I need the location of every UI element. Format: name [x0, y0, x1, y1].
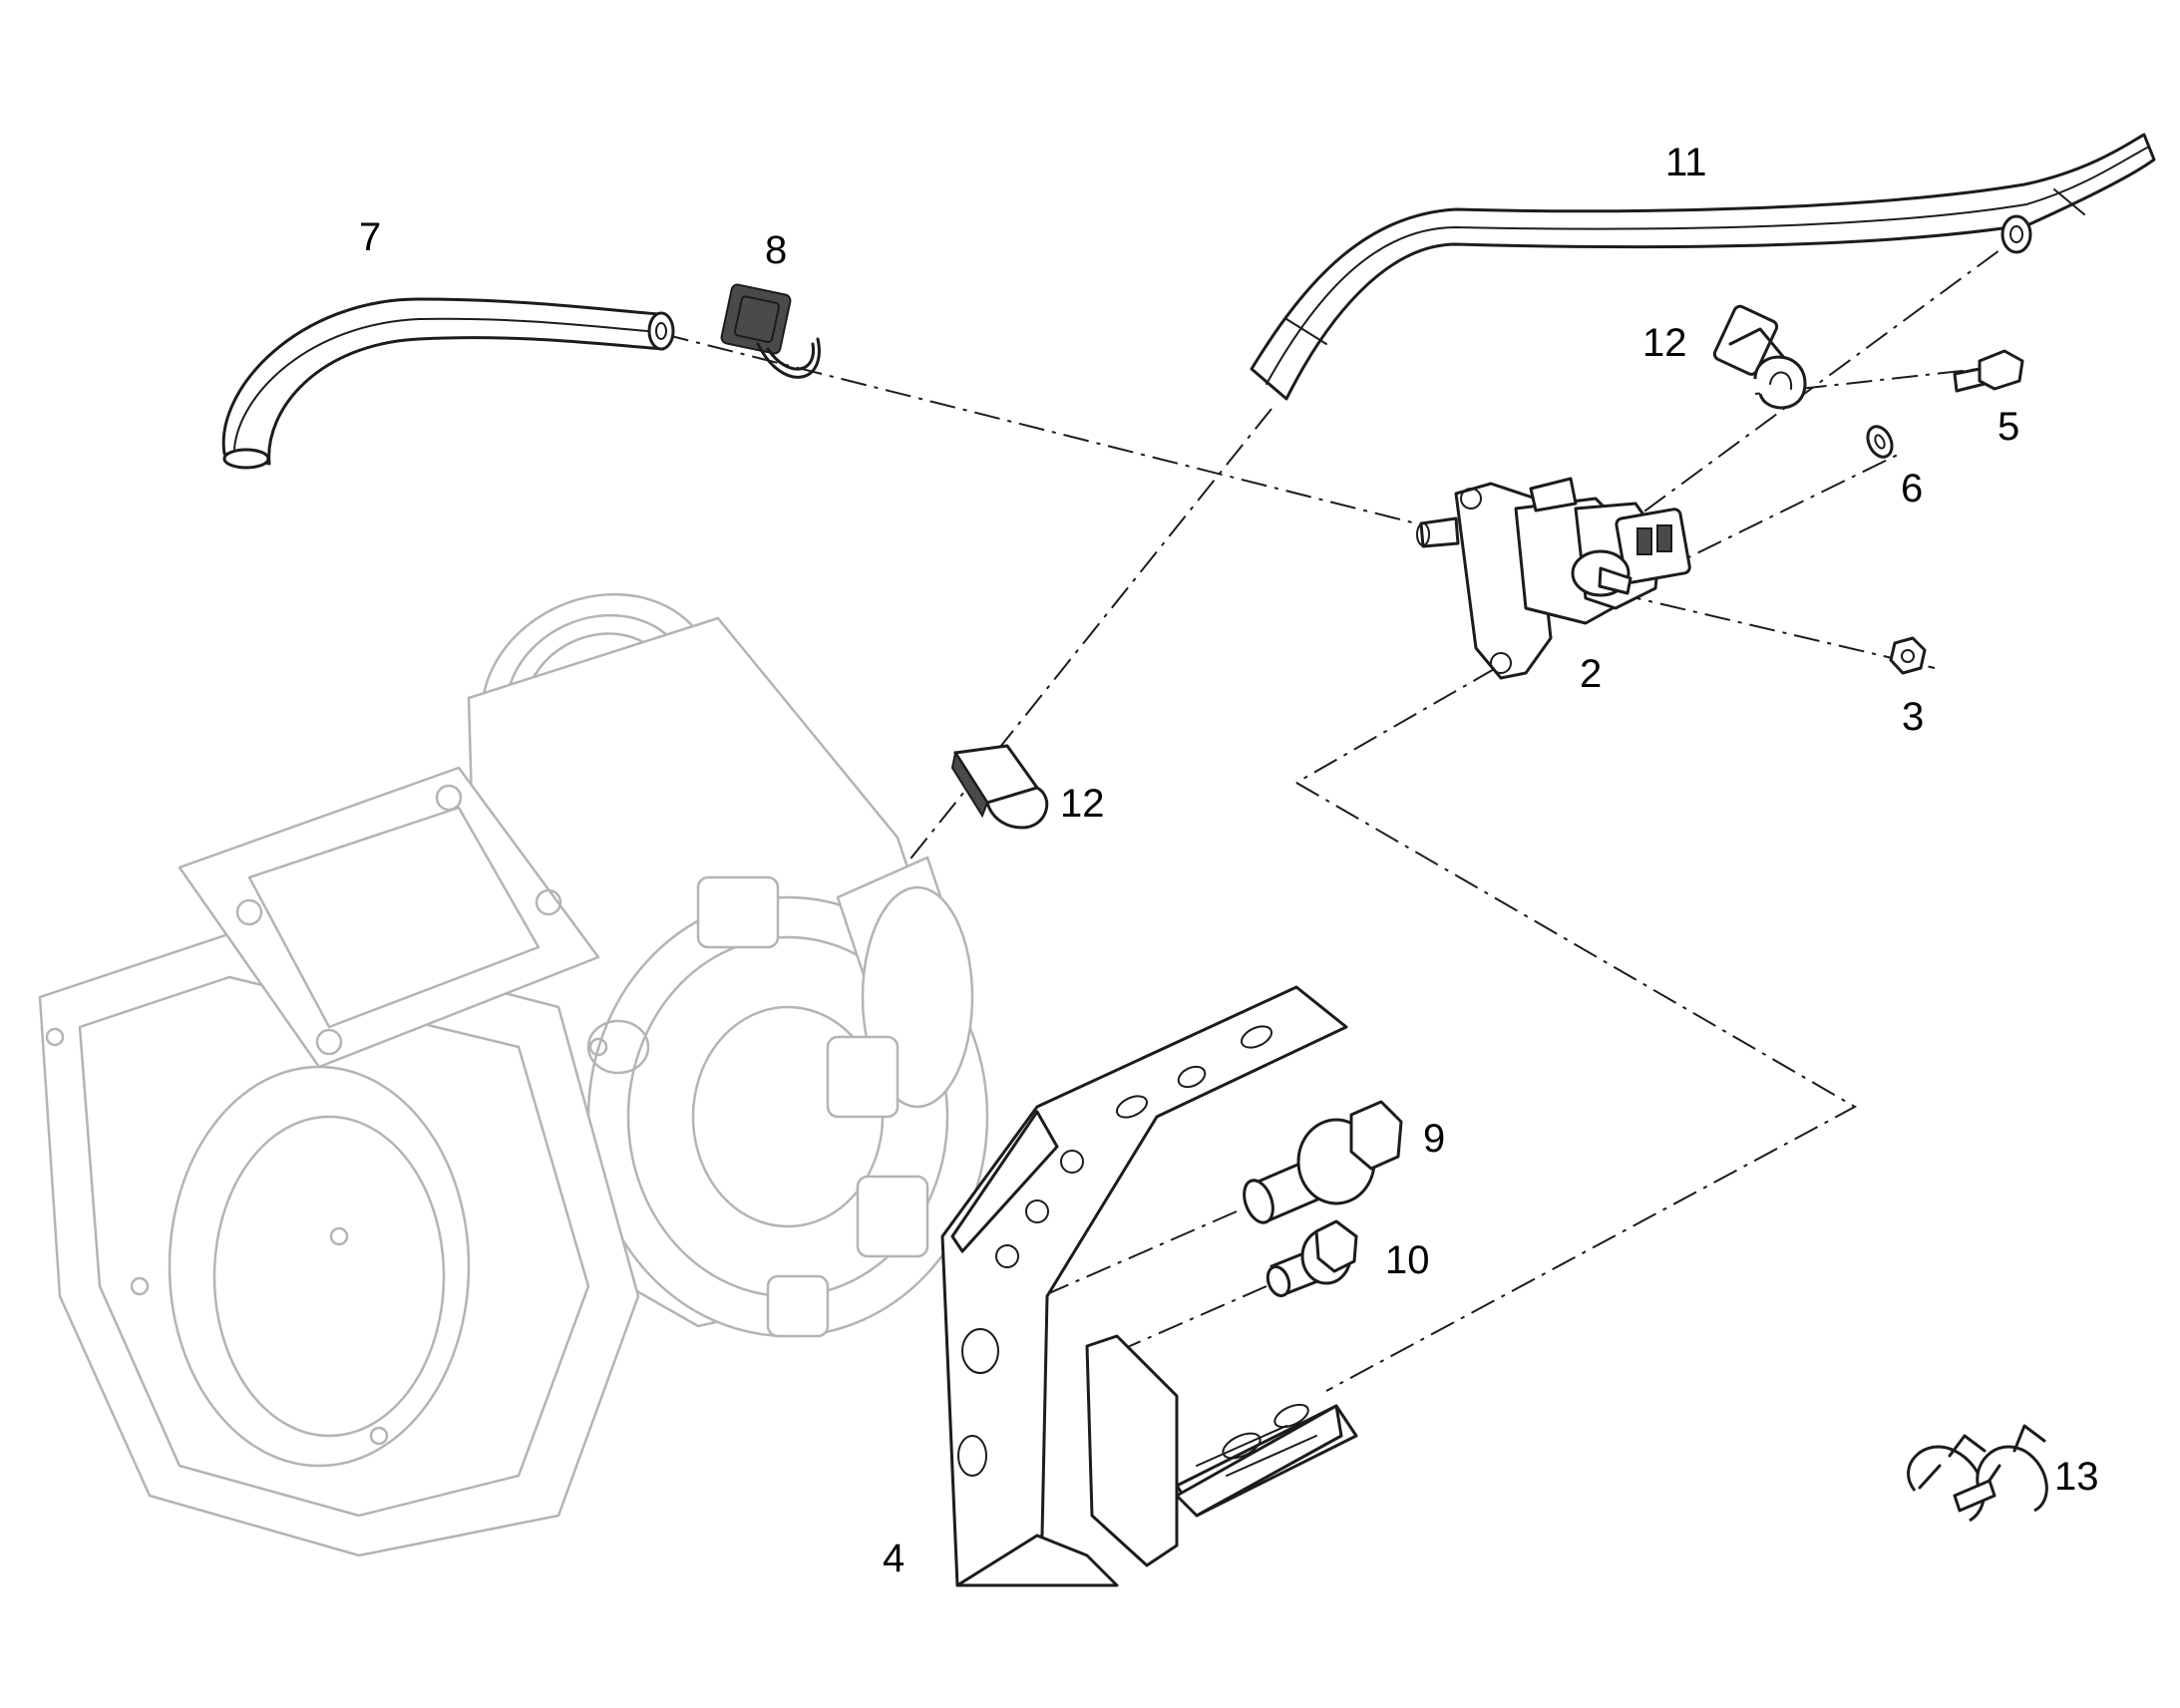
callout-7: 7 [359, 215, 381, 259]
callout-6: 6 [1901, 467, 1923, 511]
washer-6 [1866, 425, 1894, 459]
hose-clip-8 [720, 283, 821, 379]
callout-labels: 2 3 4 5 6 7 8 9 10 11 12 12 13 [359, 141, 2099, 1580]
callout-12-middle: 12 [1060, 782, 1105, 826]
flange-bolt-9 [1243, 1100, 1403, 1224]
hose-11 [1250, 133, 2156, 401]
callout-5: 5 [1998, 405, 2019, 449]
assembly-leader-lines [662, 238, 2015, 1392]
callout-11: 11 [1665, 141, 1707, 184]
hose-7 [221, 297, 675, 470]
nut-3 [1889, 636, 1927, 675]
turbocharger-housing [38, 592, 989, 1557]
callout-9: 9 [1423, 1117, 1445, 1161]
pressure-sensor-2 [1416, 477, 1691, 680]
callout-10: 10 [1385, 1238, 1430, 1282]
callout-12-upper: 12 [1642, 321, 1687, 365]
mounting-bracket-4 [940, 985, 1358, 1587]
callout-2: 2 [1580, 652, 1602, 696]
callout-4: 4 [883, 1537, 905, 1580]
bolt-5 [1953, 349, 2024, 393]
hose-clip-12-upper [1712, 304, 1807, 410]
hose-clip-12-middle [950, 744, 1049, 830]
callout-13: 13 [2054, 1455, 2099, 1499]
callout-3: 3 [1902, 695, 1924, 739]
double-clip-13 [1907, 1424, 2048, 1523]
callout-8: 8 [765, 228, 787, 272]
flange-bolt-10 [1266, 1219, 1358, 1298]
